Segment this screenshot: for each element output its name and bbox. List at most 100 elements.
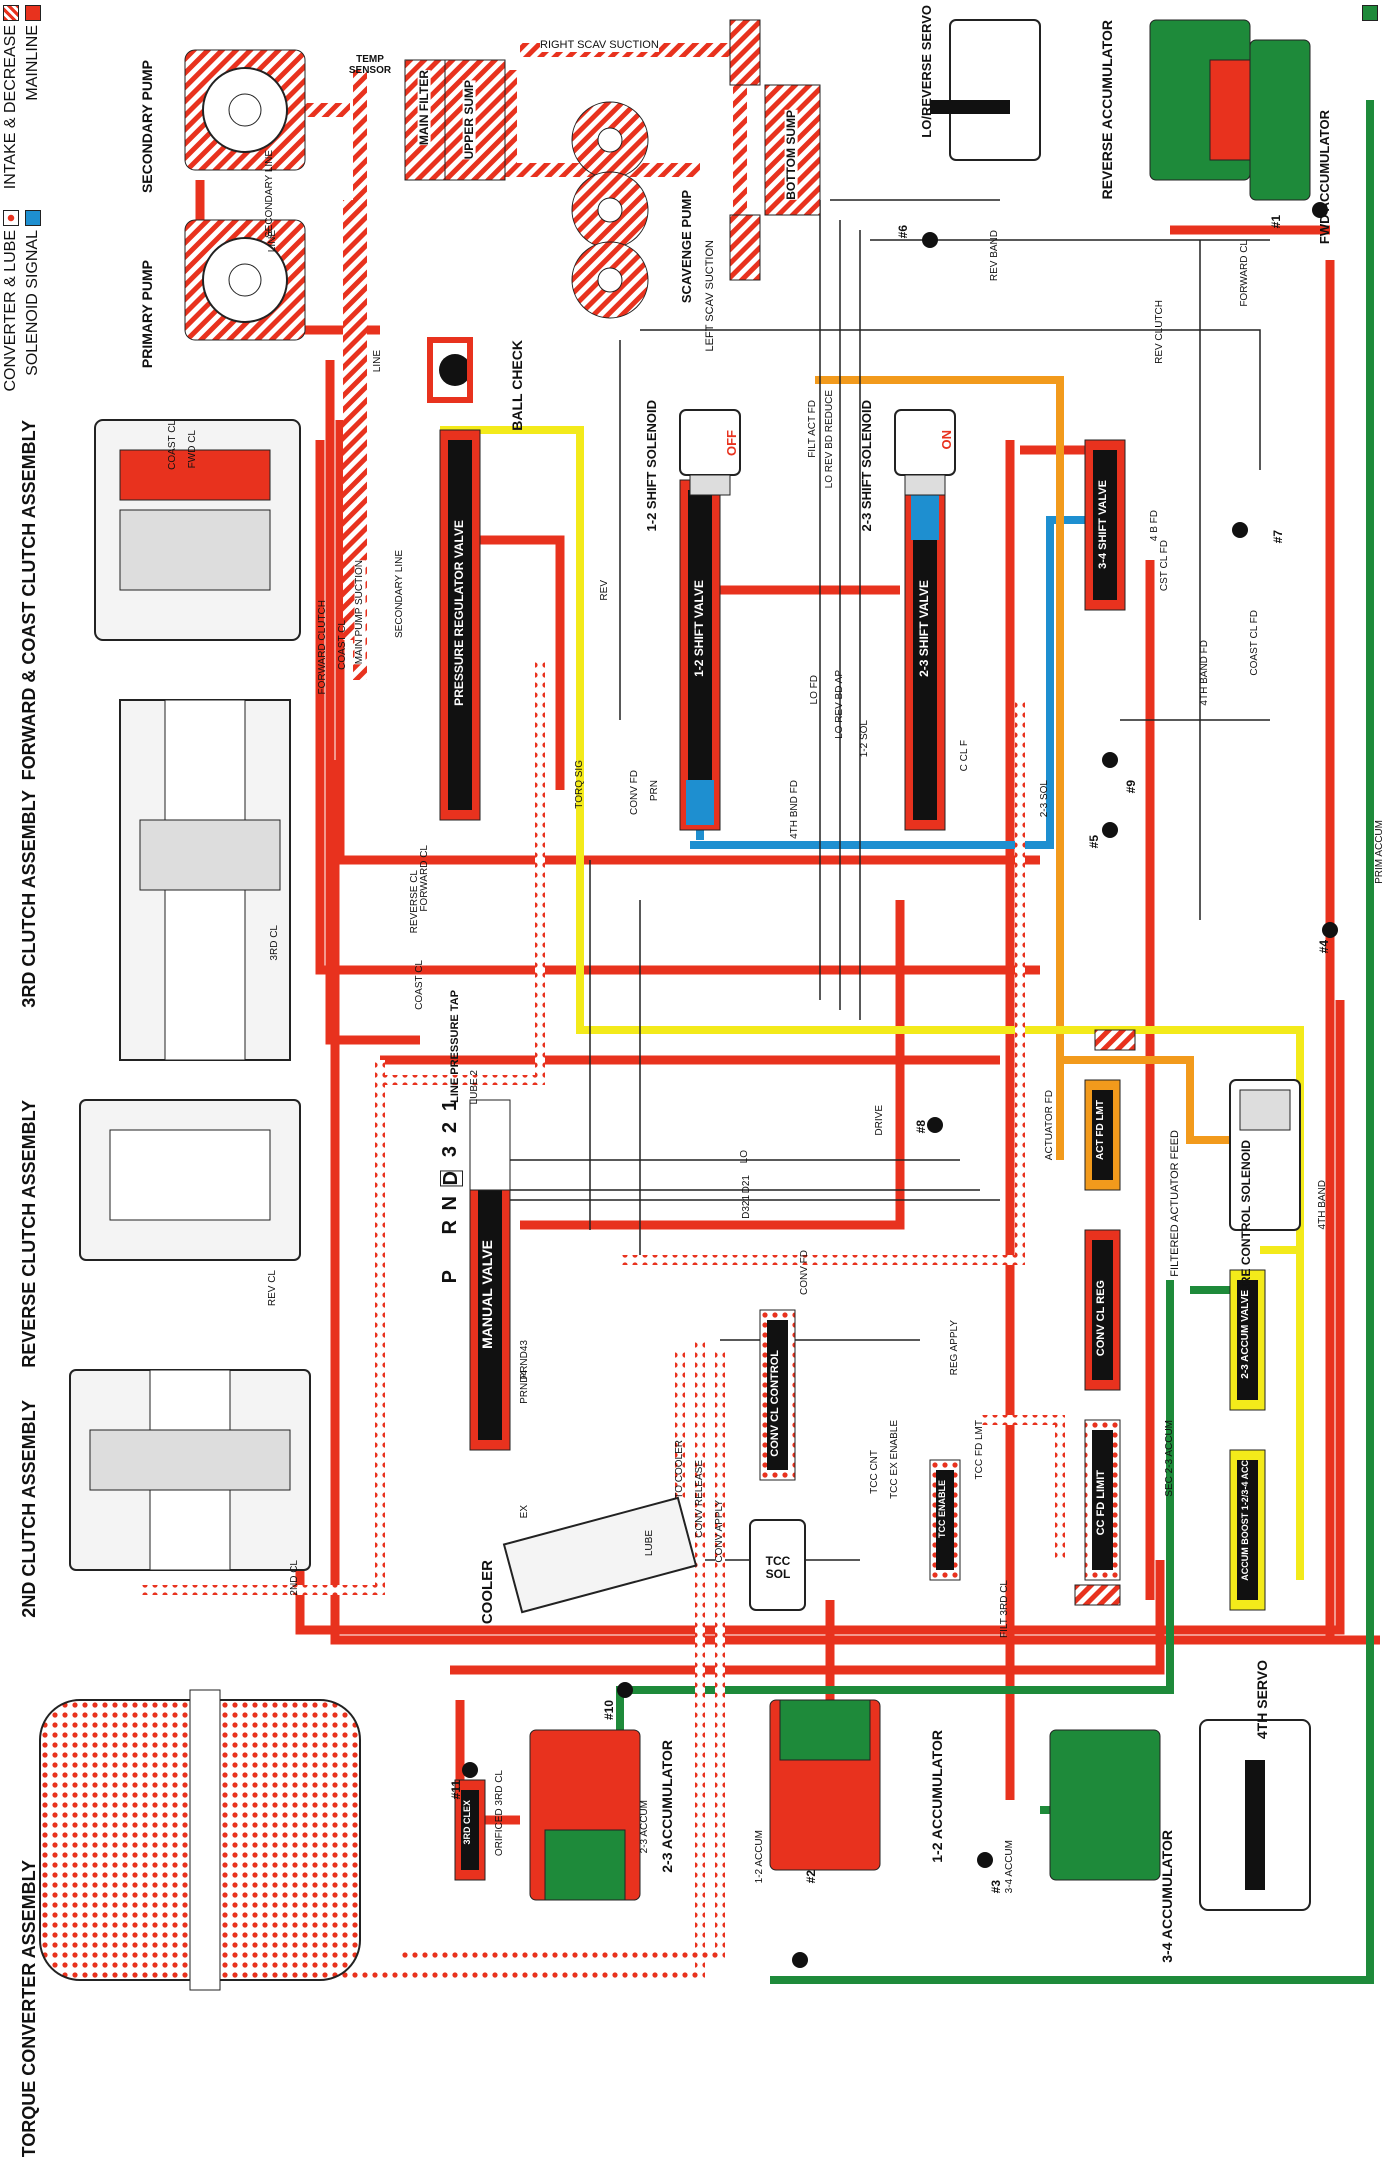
gear-indicator (469, 1099, 511, 1191)
tcc-solenoid (749, 1519, 806, 1611)
legend-intake-swatch (3, 5, 19, 21)
filt-act-fd (815, 376, 1064, 1160)
accum-23-valve (1229, 1269, 1266, 1411)
label-filt-act-feed: FILTERED ACTUATOR FEED (1169, 1130, 1181, 1277)
passage-forward-cl: FORWARD CL (419, 845, 430, 912)
passage-prnd4: PRND4 (519, 1370, 530, 1404)
passage-secondary-line: SECONDARY LINE (264, 150, 275, 238)
third-cl-lower (450, 1560, 1165, 1675)
legend-solenoid-swatch (25, 210, 41, 226)
forward-coast-clutch-drawing (94, 419, 301, 641)
sec-23-accum (616, 1280, 1174, 1730)
act-fd-lmt-valve (1084, 1079, 1121, 1191)
accumulator-12 (769, 1699, 881, 1871)
mainline-passages (195, 180, 1380, 1825)
legend-solenoid-label: SOLENOID SIGNAL (24, 230, 41, 376)
conv-release (200, 1340, 705, 1980)
label-shift-23-valve: 2-3 SHIFT VALVE (917, 580, 931, 677)
legend-converter-swatch (3, 210, 19, 226)
label-secondary-pump: SECONDARY PUMP (139, 60, 155, 194)
passage-conv-apply: CONV APPLY (714, 1500, 725, 1563)
forward-clutch-passage (335, 420, 1040, 865)
actuator-feed-passages (815, 376, 1230, 1160)
legend-mainline-label: MAINLINE (24, 25, 41, 101)
label-left-scav: LEFT SCAV SUCTION (704, 240, 716, 352)
shift-12-state: OFF (724, 430, 739, 456)
sump-link (503, 70, 700, 177)
legend-mainline: MAINLINE (24, 5, 42, 101)
passage-4th-band-fd: 4TH BAND FD (1199, 640, 1210, 706)
label-accum-23: 2-3 ACCUMULATOR (659, 1740, 675, 1873)
passage-conv-fd: CONV FD (629, 770, 640, 815)
accumulator-34 (1049, 1729, 1161, 1881)
shift-12-solenoid (679, 409, 741, 496)
checkball-8: #8 (914, 1120, 928, 1134)
sol-23-signal (690, 516, 1090, 849)
passage-12-accum: 1-2 ACCUM (754, 1830, 765, 1884)
passage-4th-band: 4TH BAND (1317, 1180, 1328, 1230)
label-right-scav: RIGHT SCAV SUCTION (540, 39, 659, 52)
gear-2: 2 (439, 1122, 461, 1134)
passage-tcc-ex-enable: TCC EX ENABLE (889, 1420, 900, 1499)
torque-converter-drawing (39, 1689, 361, 1991)
label-shift-23-solenoid: 2-3 SHIFT SOLENOID (859, 400, 874, 532)
passage-23-sol: 2-3 SOL (1039, 780, 1050, 818)
label-conv-cl-reg: CONV CL REG (1095, 1280, 1107, 1357)
label-third-clutch: 3RD CLUTCH ASSEMBLY (19, 790, 39, 1008)
label-second-clutch: 2ND CLUTCH ASSEMBLY (19, 1400, 39, 1618)
legend-intake-label: INTAKE & DECREASE (2, 25, 19, 190)
pressure-control-solenoid (1229, 1079, 1301, 1231)
servo-4th (1199, 1719, 1311, 1911)
label-cc-fd-limit: CC FD LIMIT (1095, 1470, 1107, 1536)
checkball-6: #6 (896, 225, 910, 239)
passage-lo-fd: LO FD (809, 675, 820, 705)
legend-converter-label: CONVERTER & LUBE (2, 230, 19, 392)
cc-limit-dots (980, 1415, 1065, 1560)
passage-filt-3rd-cl: FILT 3RD CL (999, 1580, 1010, 1638)
passage-conv-release: CONV RELEASE (694, 1460, 705, 1538)
passage-reg-apply: REG APPLY (949, 1320, 960, 1376)
passage-lo-rev-bd-ap: LO REV BD AP (834, 670, 845, 739)
conv-apply (400, 1350, 725, 1960)
label-shift-12-valve: 1-2 SHIFT VALVE (692, 580, 706, 677)
passage-line-left: LINE (372, 350, 383, 373)
legend-solenoid: SOLENOID SIGNAL (24, 210, 42, 376)
conv-cl-reg-valve (1084, 1229, 1121, 1391)
gear-3: 3 (439, 1146, 461, 1158)
legend-accumulator-swatch (1362, 5, 1378, 21)
passage-c-cl-f: C CL F (959, 740, 970, 772)
passage-coast-cl-low: COAST CL (414, 960, 425, 1010)
actuator-fd-to-pcs (1060, 1056, 1230, 1144)
label-conv-cl-control: CONV CL CONTROL (769, 1350, 781, 1457)
passage-coast-cl-mid: COAST CL (337, 620, 348, 670)
shift-23-state: ON (939, 430, 954, 450)
legend-accumulator (1362, 5, 1378, 25)
shift-23-valve (904, 479, 946, 831)
shift-34-valve (1084, 439, 1126, 611)
passage-4b-fd: 4 B FD (1149, 510, 1160, 542)
passage-torq-sig: TORQ SIG (574, 760, 585, 809)
passage-rev-cl: REV CL (267, 1270, 278, 1307)
passage-forward-cl-top: FORWARD CL (1239, 240, 1250, 307)
prim-accum-right (770, 100, 1374, 1984)
label-accum-boost: ACCUM BOOST 1-2/3-4 ACC (1240, 1460, 1250, 1581)
cooler (502, 1496, 698, 1614)
passage-lo: LO (739, 1150, 750, 1164)
label-primary-pump: PRIMARY PUMP (139, 260, 155, 369)
passage-d321: D321 (741, 1195, 752, 1219)
gear-d: D (440, 1170, 463, 1187)
passage-actuator-fd: ACTUATOR FD (1044, 1090, 1055, 1161)
checkball-9: #9 (1124, 780, 1138, 794)
passage-coast-cl-fd: COAST CL FD (1249, 610, 1260, 676)
legend-converter: CONVERTER & LUBE (2, 210, 20, 392)
fwd-accumulator (1249, 39, 1311, 201)
passage-forward-clutch: FORWARD CLUTCH (317, 600, 328, 695)
gear-selector: P R N D 3 2 1 (439, 1100, 470, 1290)
passage-coast-cl-top: COAST CL (167, 420, 178, 470)
checkball-1: #1 (1269, 215, 1283, 229)
primary-pump (184, 219, 306, 341)
passage-rev-band: REV BAND (989, 230, 1000, 282)
solenoid-signal-passages (690, 516, 1090, 849)
label-torque-converter: TORQUE CONVERTER ASSEMBLY (19, 1860, 39, 2157)
third-cl-passage (330, 760, 1380, 1645)
